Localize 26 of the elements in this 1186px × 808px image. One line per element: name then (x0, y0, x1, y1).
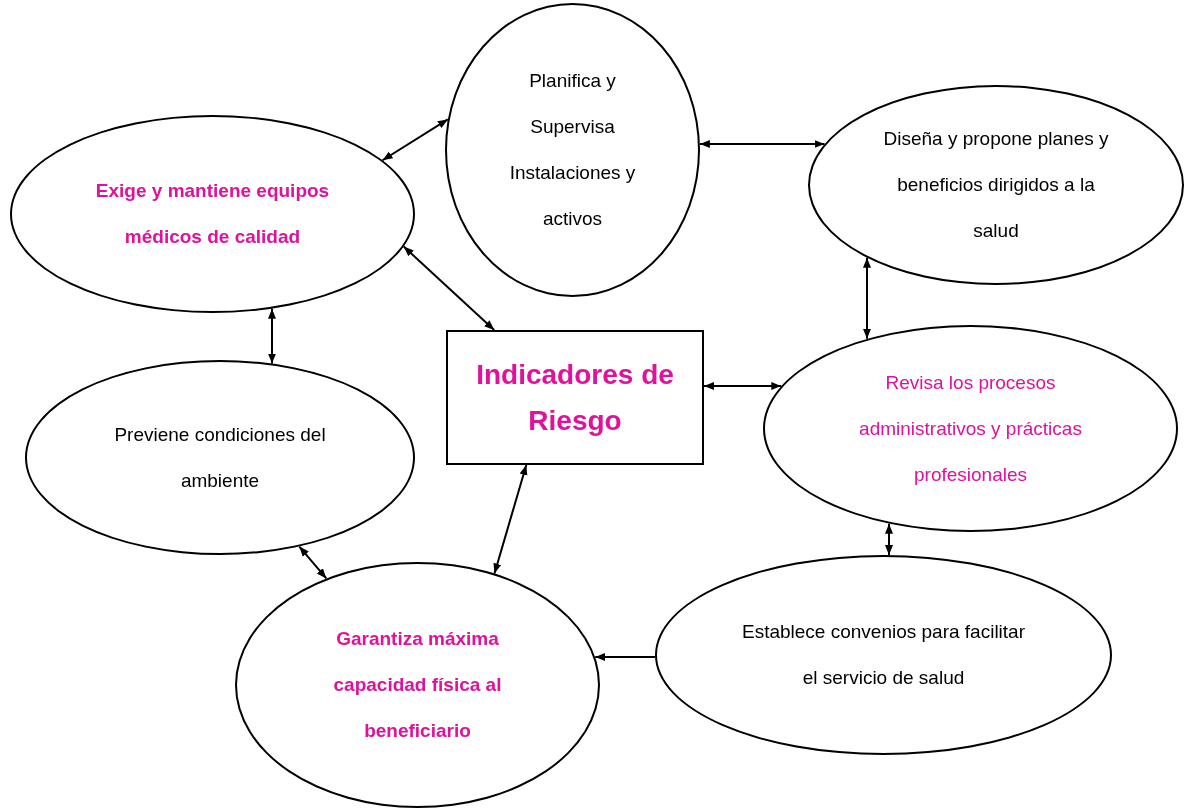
ellipse-node (655, 555, 1112, 755)
ellipse-node (10, 115, 415, 313)
ellipse-node (808, 85, 1184, 285)
ellipse-node (763, 325, 1178, 532)
arrow (863, 256, 871, 340)
title-text: Indicadores de Riesgo (475, 357, 675, 438)
node-text: Diseña y propone planes y beneficios dirigidos a la salud (882, 127, 1110, 243)
node-text: Garantiza máxima capacidad física al beneficiario (332, 627, 503, 743)
node-text: Previene condiciones del ambiente (113, 422, 327, 493)
ellipse-node (235, 562, 600, 808)
central-box (446, 330, 704, 465)
ellipse-node (445, 3, 700, 297)
arrow (402, 245, 496, 331)
node-text: Planifica y Supervisa Instalaciones y activos (508, 69, 637, 231)
arrow (703, 382, 783, 390)
node-text: Exige y mantiene equipos médicos de calidad (94, 179, 331, 249)
arrow (268, 307, 276, 365)
arrow (493, 464, 528, 575)
arrow (381, 118, 449, 162)
ellipse-node (25, 360, 415, 555)
arrow (885, 522, 893, 557)
arrow (298, 545, 328, 580)
node-text: Establece convenios para facilitar el servicio de salud (740, 620, 1026, 690)
arrow (698, 140, 826, 148)
node-text: Revisa los procesos administrativos y prácticas profesionales (858, 370, 1083, 487)
arrow (594, 653, 657, 661)
